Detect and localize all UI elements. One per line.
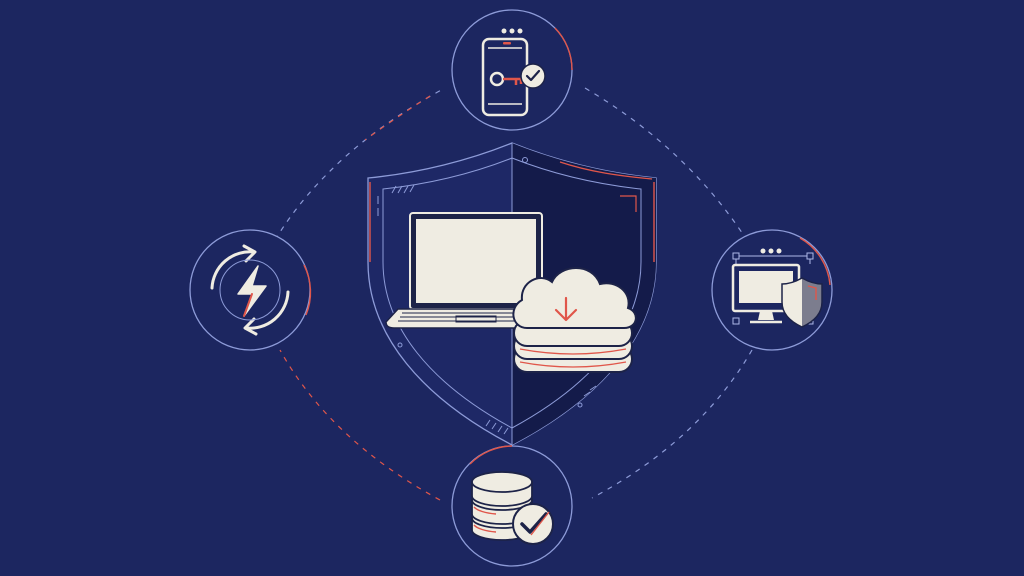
node-bottom-ring-accent	[469, 445, 513, 465]
cloud-stack-accents	[519, 348, 627, 368]
download-arrow-icon	[554, 296, 578, 322]
node-left	[189, 229, 312, 351]
check-badge-icon	[512, 503, 554, 545]
dots-icon	[501, 28, 523, 34]
node-bottom	[451, 445, 573, 567]
connector-right-bottom	[591, 349, 753, 499]
check-badge-icon	[520, 63, 546, 89]
connector-accent-top-left	[364, 95, 431, 141]
laptop-icon	[385, 212, 567, 329]
database-check-icon	[471, 471, 554, 545]
node-right	[711, 229, 833, 351]
laptop-screen	[416, 219, 536, 303]
node-left-ring-accent	[303, 264, 312, 316]
dots-icon	[760, 248, 782, 254]
cloud-download-icon	[512, 267, 637, 373]
node-right-ring-accent	[799, 237, 831, 286]
shield-accent-top	[559, 161, 653, 180]
cloud-shape	[512, 267, 637, 329]
shield-accent-corner	[620, 195, 637, 212]
laptop-trackpad	[455, 315, 497, 323]
connector-top-right	[584, 87, 751, 246]
monitor-shield-icon	[731, 263, 823, 328]
phone-key-check-icon	[481, 37, 546, 117]
node-top-ring-accent	[554, 27, 573, 71]
connectors	[274, 87, 753, 501]
database-accents	[473, 506, 497, 533]
shield-screws	[397, 157, 583, 408]
shield-hatching	[377, 184, 597, 435]
sync-lightning-icon	[210, 244, 290, 336]
node-top	[451, 9, 573, 131]
